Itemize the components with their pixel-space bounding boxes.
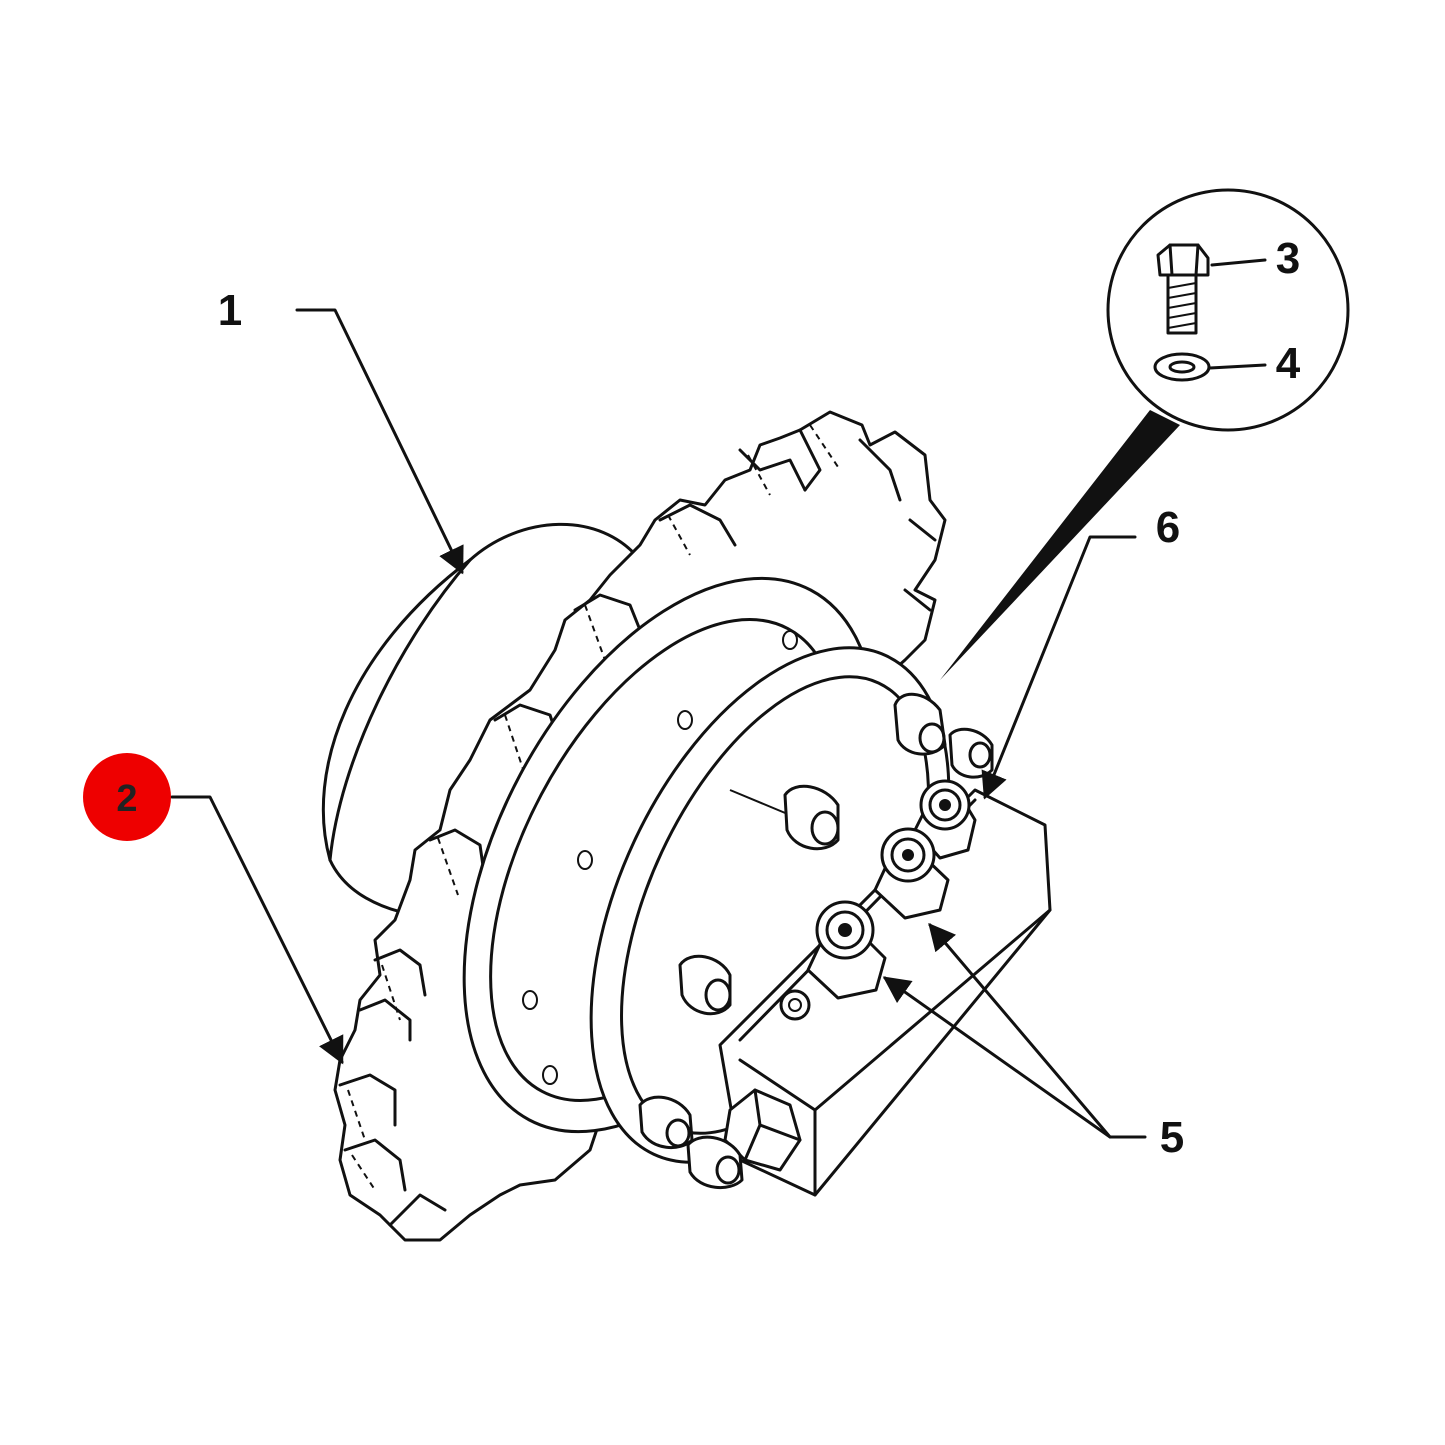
callout-6[interactable]: 6 [1156,503,1180,552]
hydraulic-fittings [806,779,977,1000]
leader-3 [1210,258,1267,267]
callout-2-highlight[interactable]: 2 [83,753,171,841]
socket-bolt [678,954,732,1016]
highlight-circle [83,753,171,841]
socket-bolt [783,784,840,851]
leader-6 [981,535,1137,800]
leader-1 [295,308,464,575]
socket-bolts [638,692,994,1190]
washer-detail [1153,352,1211,382]
detail-inset [940,188,1350,680]
leader-2 [170,795,344,1065]
callout-2[interactable]: 2 [116,778,137,820]
fitting-middle [873,827,950,920]
leader-lines [170,258,1267,1139]
socket-bolt [948,727,994,779]
hex-bolt-detail [1156,243,1210,335]
socket-bolt [686,1135,744,1190]
inset-pointer [940,410,1180,680]
callout-4[interactable]: 4 [1276,339,1301,388]
leader-4 [1208,363,1267,370]
leader-5b [882,976,1112,1139]
hex-plug [723,1088,802,1172]
socket-bolt [893,692,947,756]
fitting-lower [806,900,887,1000]
callout-1[interactable]: 1 [218,286,242,335]
callout-5[interactable]: 5 [1160,1113,1184,1162]
callout-3[interactable]: 3 [1276,234,1300,283]
